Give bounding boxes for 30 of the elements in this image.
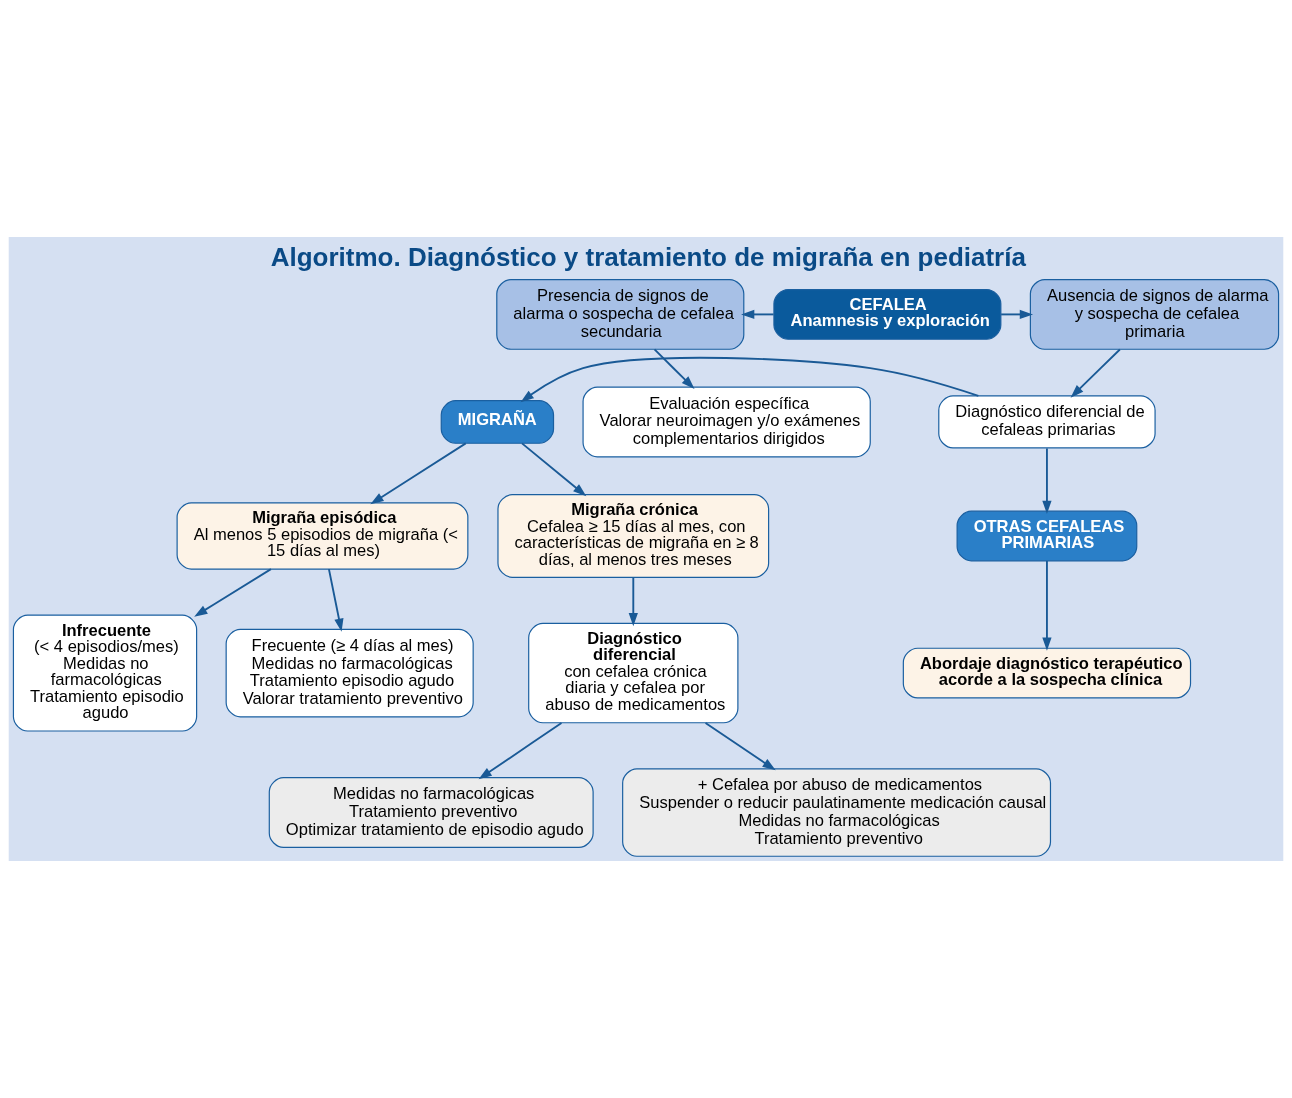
arrow (1000, 309, 1033, 320)
arrow (521, 442, 587, 497)
node-box: CEFALEA Anamnesis y exploración (773, 289, 1002, 340)
arrow (704, 722, 776, 771)
node-box: OTRAS CEFALEAS PRIMARIAS (956, 510, 1138, 562)
node-box: Medidas no farmacológicas Tratamiento preventivo Optimizar tratamiento de episodio agudo (268, 777, 594, 848)
arrow (327, 568, 344, 632)
node-box: Infrecuente (< 4 episodios/mes) Medidas no farmacológicas Tratamiento episodio agudo (12, 614, 198, 732)
node-box: Presencia de signos de alarma o sospecha de cefalea secundaria (496, 278, 745, 350)
arrow (520, 356, 980, 403)
arrow (1042, 560, 1052, 651)
arrow (194, 568, 272, 617)
arrow (1042, 447, 1052, 514)
node-box: Evaluación específica Valorar neuroimagen y/o exámenes complementarios dirigidos (582, 386, 871, 458)
arrow (741, 309, 775, 320)
node-box: + Cefalea por abuso de medicamentos Suspender o reducir paulatinamente medicación causal Medidas no farmacológicas Tratamiento preventivo (622, 768, 1052, 857)
arrow (653, 348, 695, 389)
arrow (1070, 348, 1121, 398)
node-box: Abordaje diagnóstico terapéutico acorde a la sospecha clínica (902, 647, 1192, 699)
arrow (478, 722, 563, 780)
node-box: Frecuente (≥ 4 días al mes) Medidas no farmacológicas Tratamiento episodio agudo Valorar tratamiento preventivo (225, 628, 474, 718)
arrow (370, 442, 467, 505)
node-box: Migraña episódica Al menos 5 episodios de migraña (< 15 días al mes) (176, 502, 469, 570)
node-box: Migraña crónica Cefalea ≥ 15 días al mes, con características de migraña en ≥ 8 días, al menos tres meses (497, 494, 770, 578)
diagram-title: Algoritmo. Diagnóstico y tratamiento de migraña en pediatría (270, 242, 1026, 273)
node-box: MIGRAÑA (440, 400, 555, 444)
arrow (628, 576, 638, 627)
node-box: Diagnóstico diferencial de cefaleas primarias (938, 395, 1156, 449)
node-box: Ausencia de signos de alarma y sospecha de cefalea primaria (1029, 278, 1280, 350)
node-box: Diagnóstico diferencial con cefalea crónica diaria y cefalea por abuso de medicamentos (528, 622, 739, 724)
